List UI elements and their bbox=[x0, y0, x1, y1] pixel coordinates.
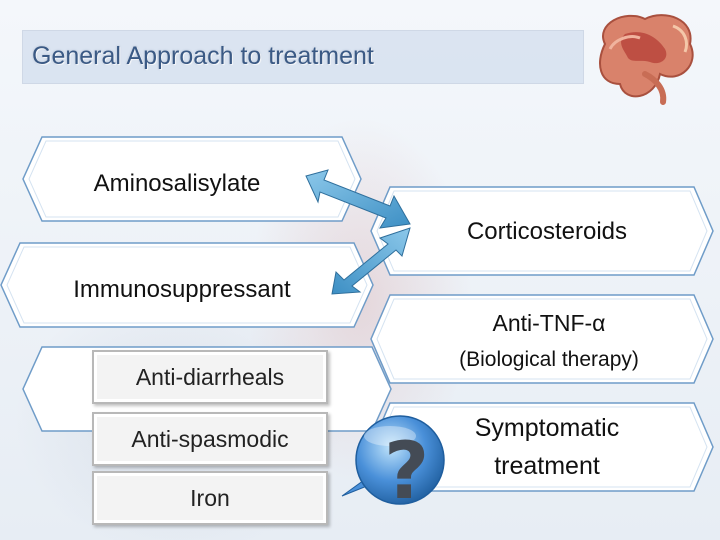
anti-diarrheals-label: Anti-diarrheals bbox=[135, 364, 285, 390]
aminosalisylate-label: Aminosalisylate bbox=[93, 170, 261, 197]
immunosuppressant-hexagon: Immunosuppressant bbox=[0, 242, 374, 328]
question-bubble-icon: ? bbox=[341, 415, 445, 508]
double-arrow-icon bbox=[331, 227, 411, 295]
anti-tnf-hexagon: Anti-TNF-α (Biological therapy) bbox=[370, 294, 714, 384]
title-bar bbox=[22, 30, 584, 84]
aminosalisylate-hexagon: Aminosalisylate bbox=[22, 136, 362, 222]
list-item: Anti-spasmodic bbox=[92, 412, 328, 466]
list-item: Iron bbox=[92, 471, 328, 525]
biological-therapy-label: (Biological therapy) bbox=[459, 348, 639, 371]
page-title: General Approach to treatment bbox=[32, 42, 374, 70]
iron-label: Iron bbox=[190, 485, 230, 511]
corticosteroids-label: Corticosteroids bbox=[466, 218, 628, 245]
immunosuppressant-label: Immunosuppressant bbox=[73, 276, 291, 303]
question-mark-glyph: ? bbox=[384, 427, 429, 508]
symptomatic-label-line1: Symptomatic bbox=[474, 414, 620, 442]
list-item: Anti-diarrheals bbox=[92, 350, 328, 404]
anti-tnf-label: Anti-TNF-α bbox=[492, 310, 606, 336]
anti-spasmodic-label: Anti-spasmodic bbox=[131, 426, 289, 452]
stomach-illustration bbox=[599, 14, 694, 105]
corticosteroids-hexagon: Corticosteroids bbox=[370, 186, 714, 276]
symptomatic-label-line2: treatment bbox=[494, 452, 600, 480]
double-arrow-icon bbox=[305, 169, 411, 229]
